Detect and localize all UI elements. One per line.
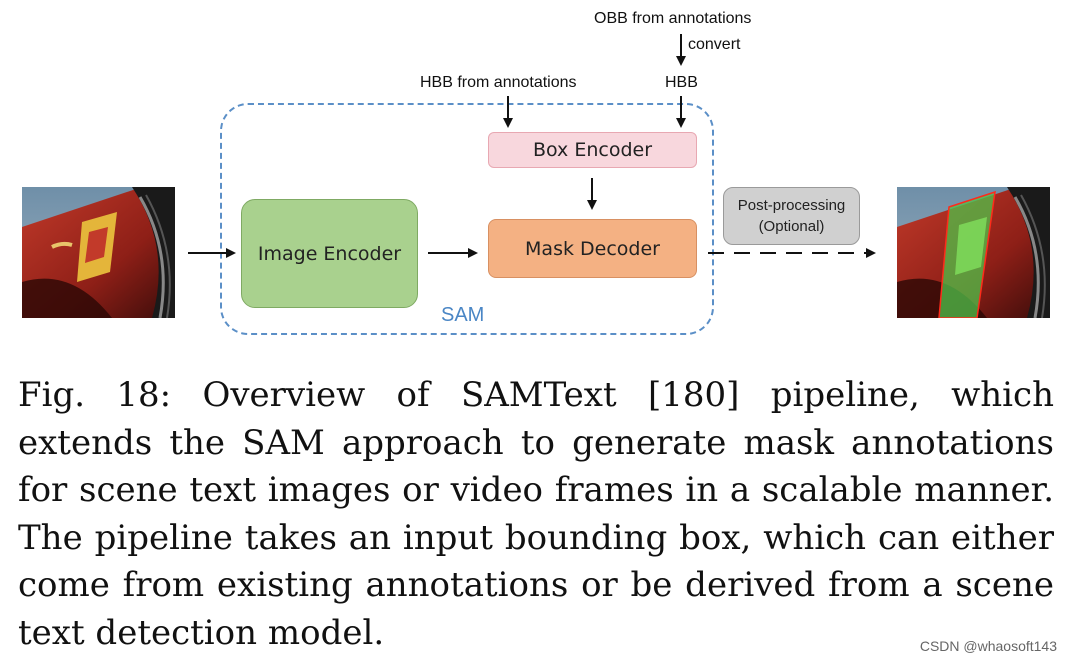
post-processing-label: Post-processing (737, 197, 846, 214)
samtext-pipeline-diagram: OBB from annotations convert HBB from an… (22, 10, 1050, 335)
box-encoder: Box Encoder (488, 132, 697, 168)
post-processing: Post-processing (Optional) (723, 187, 860, 245)
sam-container (220, 103, 714, 335)
input-image (22, 187, 175, 318)
mask-decoder-label: Mask Decoder (525, 237, 660, 260)
figure-caption: Fig. 18: Overview of SAMText [180] pipel… (18, 375, 1054, 653)
box-encoder-label: Box Encoder (532, 139, 653, 161)
arrows-layer (188, 34, 876, 258)
obb-from-annotations-label: OBB from annotations (594, 10, 752, 27)
mask-decoder: Mask Decoder (488, 219, 697, 278)
convert-label: convert (688, 36, 741, 53)
output-image (897, 187, 1050, 318)
hbb-label: HBB (665, 74, 698, 91)
image-encoder-label: Image Encoder (257, 242, 402, 265)
image-encoder: Image Encoder (241, 199, 418, 308)
watermark: CSDN @whaosoft143 (919, 638, 1057, 654)
sam-label: SAM (441, 304, 485, 326)
optional-label: (Optional) (758, 218, 825, 235)
hbb-from-annotations-label: HBB from annotations (420, 74, 577, 91)
